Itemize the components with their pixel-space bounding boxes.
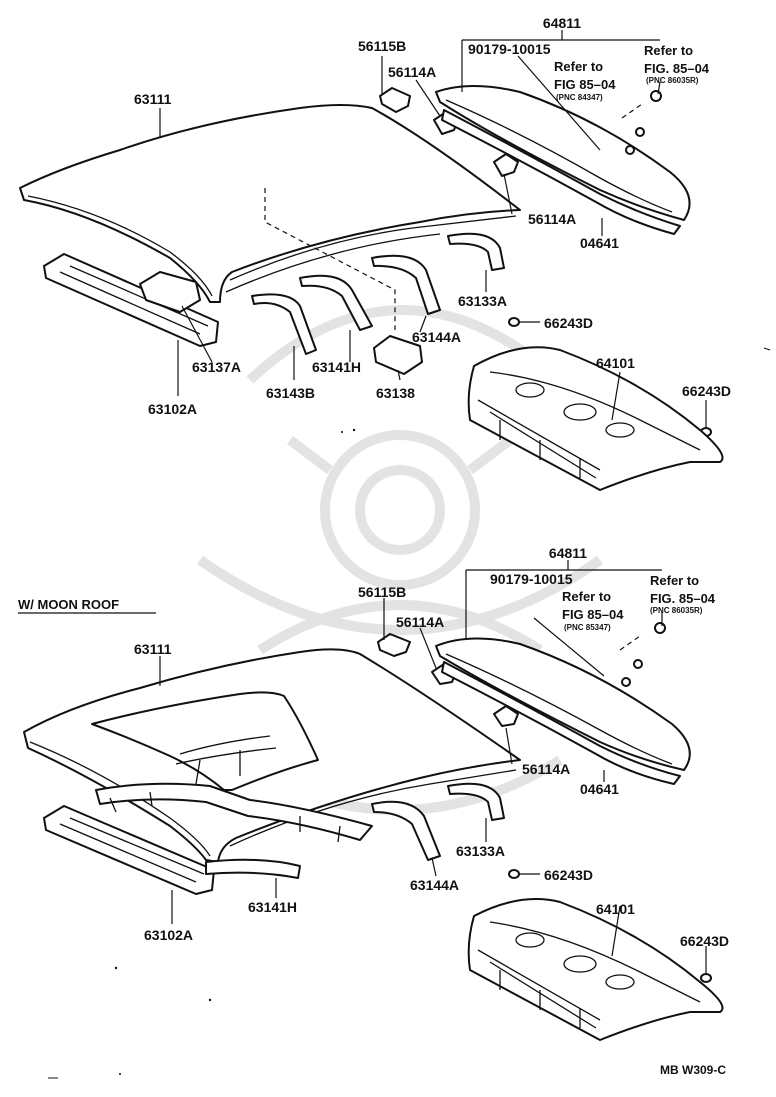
lower-leaders [159, 560, 707, 974]
label-64811-moonroof: 64811 [549, 545, 587, 561]
label-90179-10015-moonroof: 90179-10015 [490, 571, 573, 587]
refer-to-a: Refer to [644, 43, 693, 58]
front-header-rail-moonroof [43, 805, 215, 895]
upper-diagram: 64811 90179-10015 Refer to FIG. 85–04 (P… [19, 15, 731, 491]
label-63144A-moonroof: 63144A [410, 877, 459, 893]
refer-fig-b: FIG 85–04 [554, 77, 616, 92]
clip-56115B-moonroof [377, 633, 411, 657]
upper-leaders [159, 30, 707, 428]
label-56114A-top: 56114A [388, 64, 436, 80]
pnc-a: (PNC 86035R) [646, 76, 699, 85]
label-64101: 64101 [596, 355, 635, 371]
clip-56114A-low [493, 153, 519, 177]
label-64101-moonroof: 64101 [596, 901, 635, 917]
label-56114A-low-moonroof: 56114A [522, 761, 570, 777]
package-tray-trim-moonroof [435, 622, 691, 785]
refer-to-b: Refer to [554, 59, 603, 74]
label-04641-moonroof: 04641 [580, 781, 619, 797]
roof-bows [251, 232, 505, 355]
label-56115B-moonroof: 56115B [358, 584, 406, 600]
label-66243D-b: 66243D [682, 383, 731, 399]
label-63144A: 63144A [412, 329, 461, 345]
rear-package-tray-panel [467, 346, 724, 491]
grommet-66243D-b-moonroof [700, 973, 712, 983]
label-56115B: 56115B [358, 38, 406, 54]
sunroof-frame [95, 782, 373, 843]
pnc-b: (PNC 84347) [556, 93, 603, 102]
label-63138: 63138 [376, 385, 415, 401]
label-66243D-b-moonroof: 66243D [680, 933, 729, 949]
label-90179-10015: 90179-10015 [468, 41, 551, 57]
label-56114A-top-moonroof: 56114A [396, 614, 444, 630]
bracket-63138 [373, 335, 423, 375]
refer-to-b-moonroof: Refer to [562, 589, 611, 604]
label-63143B: 63143B [266, 385, 315, 401]
clip-56114A-low-moonroof [493, 705, 519, 727]
label-64811: 64811 [543, 15, 581, 31]
label-63133A: 63133A [458, 293, 507, 309]
refer-to-a-moonroof: Refer to [650, 573, 699, 588]
label-63102A-moonroof: 63102A [144, 927, 193, 943]
bracket-63137A [139, 271, 201, 313]
roof-bow-63133A [447, 782, 505, 821]
grommet-66243D-a-moonroof [508, 869, 520, 879]
roof-panel-moonroof [23, 648, 521, 863]
grommet-66243D-a [508, 317, 520, 327]
label-63141H-moonroof: 63141H [248, 899, 297, 915]
pnc-b-moonroof: (PNC 85347) [564, 623, 611, 632]
pnc-a-moonroof: (PNC 86035R) [650, 606, 703, 615]
label-63141H: 63141H [312, 359, 361, 375]
label-63137A: 63137A [192, 359, 241, 375]
label-56114A-low: 56114A [528, 211, 576, 227]
lower-diagram: W/ MOON ROOF [18, 545, 729, 1041]
front-header-rail [43, 253, 219, 347]
label-63133A-moonroof: 63133A [456, 843, 505, 859]
label-04641: 04641 [580, 235, 619, 251]
label-63102A: 63102A [148, 401, 197, 417]
rear-package-tray-panel-moonroof [467, 898, 724, 1041]
refer-fig-a-moonroof: FIG. 85–04 [650, 591, 716, 606]
label-63111-moonroof: 63111 [134, 641, 172, 657]
label-66243D-a-moonroof: 66243D [544, 867, 593, 883]
package-tray-trim [435, 85, 691, 235]
section-title-moon-roof: W/ MOON ROOF [18, 597, 119, 612]
clip-56115B [379, 87, 411, 113]
roof-bow-63144A [371, 800, 441, 861]
figure-code: MB W309-C [660, 1063, 726, 1077]
label-63111: 63111 [134, 91, 172, 107]
refer-fig-b-moonroof: FIG 85–04 [562, 607, 624, 622]
scan-marks [48, 347, 771, 1079]
rear-frame-63141H [205, 858, 301, 879]
roof-panel [19, 104, 521, 330]
refer-fig-a: FIG. 85–04 [644, 61, 710, 76]
label-66243D-a: 66243D [544, 315, 593, 331]
